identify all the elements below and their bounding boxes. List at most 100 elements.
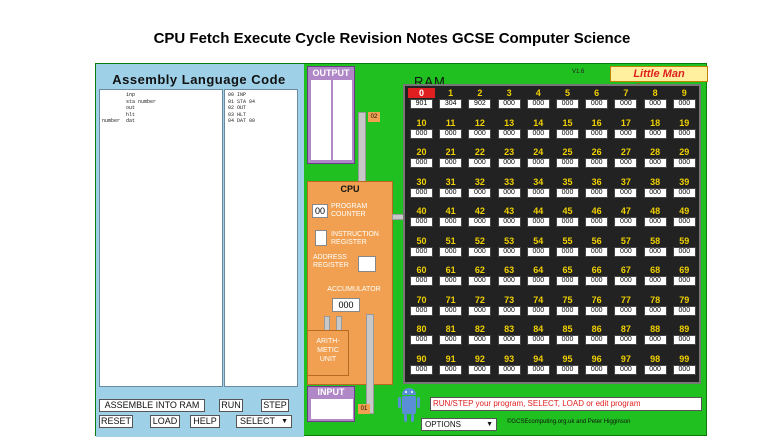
ram-value[interactable]: 000 [643, 276, 667, 286]
ram-value[interactable]: 000 [526, 364, 550, 375]
assembly-code-editor[interactable]: inp sta number out hlt number dat [99, 89, 223, 387]
ram-value[interactable]: 000 [497, 187, 521, 198]
ram-value[interactable]: 000 [672, 305, 696, 316]
ram-value[interactable]: 000 [672, 128, 696, 139]
ram-value[interactable]: 000 [468, 128, 492, 139]
ram-value[interactable]: 000 [672, 276, 696, 286]
ram-value[interactable]: 000 [556, 99, 579, 109]
ram-value[interactable]: 000 [672, 187, 696, 198]
ram-value[interactable]: 000 [526, 217, 550, 227]
ram-value[interactable]: 000 [585, 128, 609, 139]
ram-value[interactable]: 000 [672, 99, 696, 109]
step-button[interactable]: STEP [261, 399, 289, 412]
ram-value[interactable]: 000 [614, 246, 638, 257]
ram-value[interactable]: 000 [556, 128, 579, 139]
ram-value[interactable]: 000 [497, 158, 521, 168]
assembly-code-text[interactable]: inp sta number out hlt number dat [102, 92, 157, 124]
ram-value[interactable]: 000 [556, 158, 579, 168]
ram-value[interactable]: 000 [526, 305, 550, 316]
ram-value[interactable]: 000 [556, 276, 579, 286]
ram-value[interactable]: 000 [468, 305, 492, 316]
ram-value[interactable]: 000 [643, 217, 667, 227]
ram-value[interactable]: 000 [672, 217, 696, 227]
ram-value[interactable]: 000 [468, 217, 492, 227]
ram-value[interactable]: 000 [439, 187, 463, 198]
ram-value[interactable]: 000 [410, 335, 433, 345]
ram-value[interactable]: 902 [468, 99, 492, 109]
ram-value[interactable]: 000 [439, 128, 463, 139]
ram-value[interactable]: 000 [410, 217, 433, 227]
ram-value[interactable]: 000 [643, 305, 667, 316]
ram-value[interactable]: 000 [556, 217, 579, 227]
ram-value[interactable]: 000 [585, 305, 609, 316]
ram-value[interactable]: 000 [526, 187, 550, 198]
ram-value[interactable]: 000 [585, 187, 609, 198]
ram-value[interactable]: 000 [410, 187, 433, 198]
ram-value[interactable]: 000 [643, 128, 667, 139]
ram-value[interactable]: 000 [439, 305, 463, 316]
help-button[interactable]: HELP [190, 415, 220, 428]
ram-value[interactable]: 000 [497, 246, 521, 257]
input-field[interactable] [311, 399, 353, 419]
ram-value[interactable]: 000 [614, 158, 638, 168]
ram-value[interactable]: 000 [643, 246, 667, 257]
ram-value[interactable]: 000 [497, 335, 521, 345]
ram-value[interactable]: 000 [556, 246, 579, 257]
ram-value[interactable]: 000 [614, 187, 638, 198]
ram-value[interactable]: 000 [439, 335, 463, 345]
ram-value[interactable]: 000 [526, 158, 550, 168]
ram-value[interactable]: 000 [614, 217, 638, 227]
ram-value[interactable]: 000 [672, 335, 696, 345]
ram-value[interactable]: 000 [614, 305, 638, 316]
ram-value[interactable]: 000 [585, 335, 609, 345]
ram-value[interactable]: 000 [614, 276, 638, 286]
ram-value[interactable]: 000 [497, 276, 521, 286]
ram-value[interactable]: 000 [526, 276, 550, 286]
ram-value[interactable]: 000 [585, 217, 609, 227]
ram-value[interactable]: 000 [468, 187, 492, 198]
ram-value[interactable]: 000 [672, 158, 696, 168]
ram-value[interactable]: 000 [497, 364, 521, 375]
ram-value[interactable]: 000 [439, 276, 463, 286]
ram-value[interactable]: 000 [526, 99, 550, 109]
ram-value[interactable]: 000 [497, 305, 521, 316]
ram-value[interactable]: 901 [410, 99, 433, 109]
ram-value[interactable]: 000 [556, 335, 579, 345]
ram-value[interactable]: 000 [585, 246, 609, 257]
ram-value[interactable]: 000 [556, 305, 579, 316]
ram-value[interactable]: 000 [614, 128, 638, 139]
ram-value[interactable]: 000 [410, 276, 433, 286]
ram-value[interactable]: 000 [468, 335, 492, 345]
options-dropdown[interactable]: OPTIONS▼ [421, 418, 497, 431]
ram-value[interactable]: 000 [643, 364, 667, 375]
ram-value[interactable]: 000 [439, 217, 463, 227]
ram-value[interactable]: 000 [585, 158, 609, 168]
ram-value[interactable]: 000 [410, 364, 433, 375]
select-dropdown[interactable]: SELECT▼ [236, 415, 292, 428]
ram-value[interactable]: 000 [614, 99, 638, 109]
ram-value[interactable]: 000 [556, 364, 579, 375]
ram-value[interactable]: 000 [643, 335, 667, 345]
ram-value[interactable]: 000 [497, 217, 521, 227]
ram-value[interactable]: 000 [468, 364, 492, 375]
reset-button[interactable]: RESET [99, 415, 133, 428]
ram-value[interactable]: 000 [585, 99, 609, 109]
ram-value[interactable]: 000 [497, 128, 521, 139]
ram-value[interactable]: 000 [410, 158, 433, 168]
ram-value[interactable]: 000 [556, 187, 579, 198]
ram-value[interactable]: 000 [614, 364, 638, 375]
ram-value[interactable]: 000 [526, 128, 550, 139]
ram-value[interactable]: 000 [439, 246, 463, 257]
load-button[interactable]: LOAD [150, 415, 180, 428]
ram-value[interactable]: 000 [497, 99, 521, 109]
ram-value[interactable]: 000 [410, 305, 433, 316]
ram-value[interactable]: 000 [468, 276, 492, 286]
ram-value[interactable]: 304 [439, 99, 463, 109]
assemble-button[interactable]: ASSEMBLE INTO RAM [99, 399, 205, 412]
ram-value[interactable]: 000 [526, 246, 550, 257]
ram-value[interactable]: 000 [468, 246, 492, 257]
ram-value[interactable]: 000 [439, 158, 463, 168]
ram-value[interactable]: 000 [410, 128, 433, 139]
ram-value[interactable]: 000 [585, 364, 609, 375]
ram-value[interactable]: 000 [439, 364, 463, 375]
